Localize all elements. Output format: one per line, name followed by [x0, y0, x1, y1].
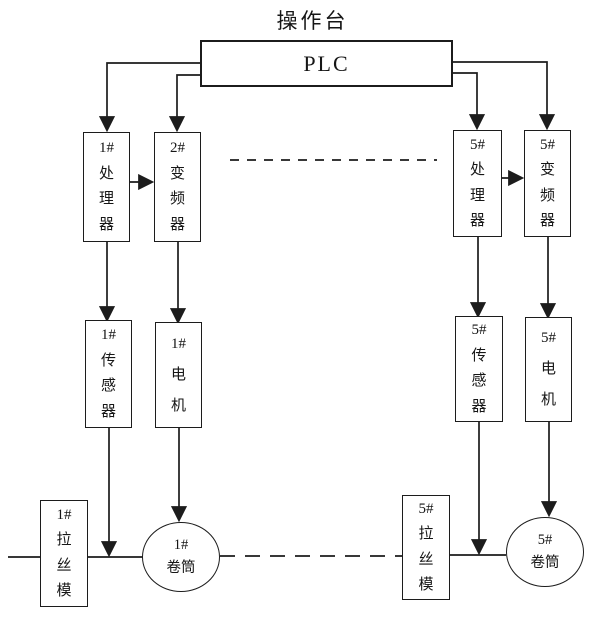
- sensor-1-label: 1# 传 感 器: [100, 327, 116, 420]
- inverter-5-label: 5# 变 频 器: [539, 136, 555, 230]
- drum-5-circle: 5# 卷筒: [506, 517, 584, 587]
- drum-1-label: 1# 卷筒: [166, 537, 196, 576]
- inverter-2-label: 2# 变 频 器: [169, 140, 185, 233]
- drum-1-circle: 1# 卷筒: [142, 522, 220, 592]
- sensor-5-label: 5# 传 感 器: [471, 322, 487, 415]
- arrow-plc-to-processor-1: [98, 62, 200, 133]
- processor-5-label: 5# 处 理 器: [469, 136, 485, 230]
- plc-box: PLC: [200, 40, 453, 87]
- motor-1-label: 1# 电 机: [170, 335, 186, 414]
- motor-1-box: 1# 电 机: [155, 322, 202, 428]
- die-1-label: 1# 拉 丝 模: [56, 506, 72, 600]
- arrow-plc-to-inverter-5: [453, 61, 556, 131]
- sensor-1-box: 1# 传 感 器: [85, 320, 132, 428]
- motor-5-box: 5# 电 机: [525, 317, 572, 422]
- console-title: 操作台: [276, 9, 349, 33]
- arrow-plc-to-processor-5: [453, 72, 486, 131]
- sensor-5-box: 5# 传 感 器: [455, 316, 503, 422]
- motor-5-label: 5# 电 机: [540, 330, 556, 408]
- drum-5-label: 5# 卷筒: [530, 532, 560, 571]
- processor-1-box: 1# 处 理 器: [83, 132, 130, 242]
- plc-label: PLC: [303, 50, 350, 76]
- arrow-plc-to-inverter-2: [168, 74, 200, 133]
- die-5-label: 5# 拉 丝 模: [418, 500, 434, 594]
- processor-1-label: 1# 处 理 器: [98, 140, 114, 233]
- processor-5-box: 5# 处 理 器: [453, 130, 502, 237]
- inverter-5-box: 5# 变 频 器: [524, 130, 571, 237]
- inverter-2-box: 2# 变 频 器: [154, 132, 201, 242]
- die-1-box: 1# 拉 丝 模: [40, 500, 88, 607]
- die-5-box: 5# 拉 丝 模: [402, 495, 450, 600]
